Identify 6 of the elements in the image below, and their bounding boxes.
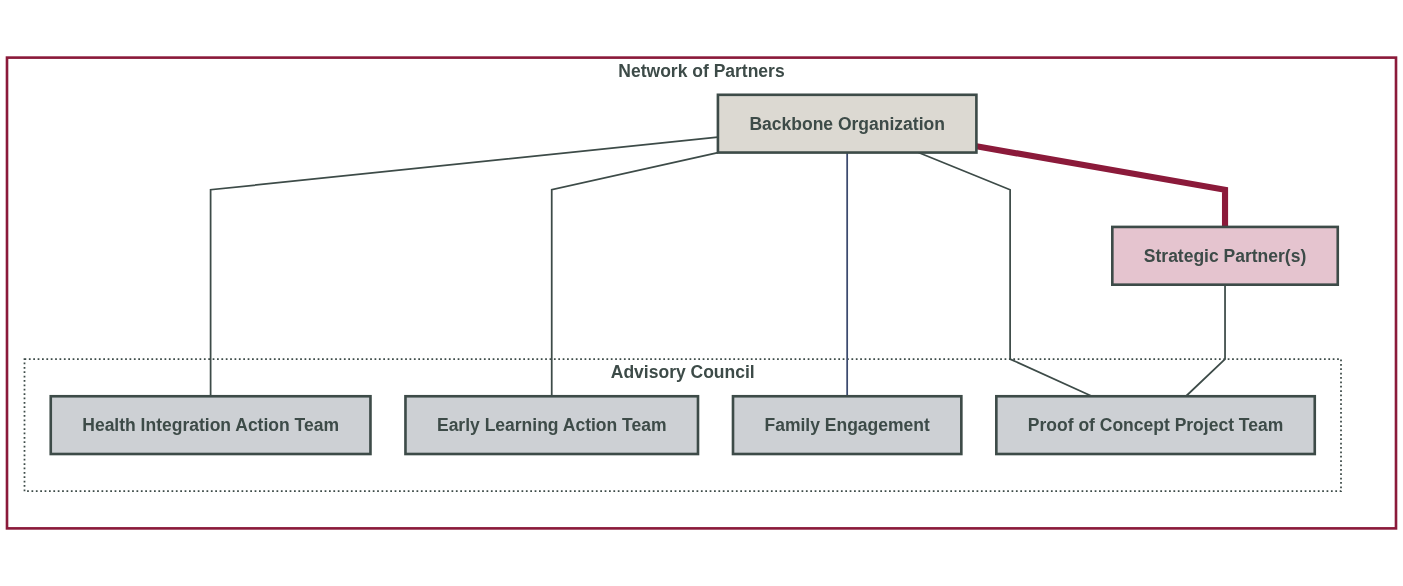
node-box: Backbone Organization <box>716 93 978 154</box>
node-box: Strategic Partner(s) <box>1111 225 1340 286</box>
node-box: Proof of Concept Project Team <box>995 394 1317 456</box>
node-box: Family Engagement <box>731 394 963 456</box>
node-box: Early Learning Action Team <box>404 394 700 456</box>
node-box: Health Integration Action Team <box>49 394 372 456</box>
